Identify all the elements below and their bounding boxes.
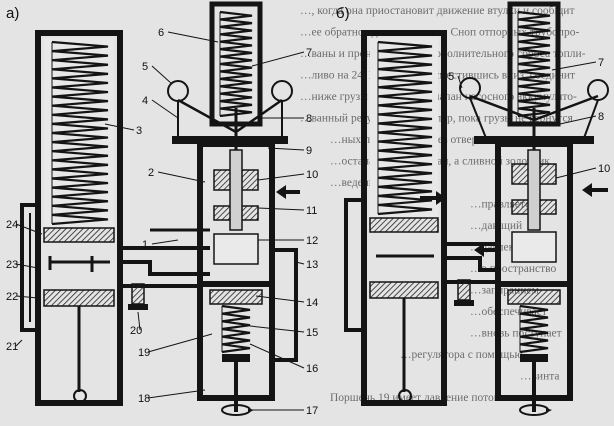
leader-line [147, 389, 206, 399]
leader-line [255, 295, 305, 303]
part-label-a: 17 [306, 405, 318, 417]
part-label-a: 11 [306, 205, 317, 217]
spring-15 [221, 304, 251, 354]
part-label-a: 12 [306, 235, 318, 247]
flyweight-5-right [271, 80, 293, 102]
part-label-a: 22 [6, 291, 18, 303]
part-label-b: 10 [598, 163, 610, 175]
part-label-a: 10 [306, 169, 318, 181]
leader-line [104, 123, 135, 131]
rod-eye-21 [73, 389, 87, 403]
leader-line [151, 99, 179, 119]
part-label-a: 18 [138, 393, 150, 405]
panel-b-title: б) [336, 5, 350, 22]
leader-line [249, 325, 305, 333]
background-text-line: …ниже грузы пружиной. Клапан насосного а… [300, 91, 577, 103]
leader-line [151, 65, 173, 85]
servo-cylinder-b [361, 30, 447, 406]
background-text-line: …винта [520, 371, 560, 383]
part-label-a: 8 [306, 113, 312, 125]
part-label-a: 24 [6, 219, 18, 231]
spring-3 [51, 40, 109, 226]
panel-a: а) [6, 1, 318, 417]
part-label-a: 21 [6, 341, 18, 353]
panel-a-title: а) [6, 5, 19, 22]
leader-line [555, 167, 597, 179]
part-label-a: 5 [142, 61, 148, 73]
part-label-a: 13 [306, 259, 318, 271]
background-text-line: …, когда она приостановит движение втулк… [300, 5, 574, 17]
leader-line [167, 31, 219, 43]
leader-line [559, 115, 597, 125]
part-label-a: 3 [136, 125, 142, 137]
leader-line [15, 223, 43, 235]
leader-line [457, 75, 463, 89]
flyweight-5 [167, 80, 189, 102]
leader-line [251, 51, 305, 67]
adjust-screw-b [454, 279, 474, 306]
part-label-b: 5 [448, 71, 454, 83]
part-label-a: 19 [138, 347, 150, 359]
leader-line [257, 207, 305, 211]
leader-line [267, 147, 305, 151]
leader-line [151, 239, 179, 245]
leader-line [137, 311, 141, 331]
adjust-screw-20 [128, 283, 148, 310]
spring-7 [219, 10, 253, 118]
part-label-a: 15 [306, 327, 318, 339]
part-label-a: 16 [306, 363, 318, 375]
part-label-b: 7 [598, 57, 604, 69]
leader-line [257, 173, 305, 181]
part-label-a: 2 [148, 167, 154, 179]
part-label-a: 23 [6, 259, 18, 271]
part-label-a: 14 [306, 297, 318, 309]
part-label-a: 7 [306, 47, 312, 59]
regulator-column-a [167, 1, 293, 416]
leader-line [15, 263, 39, 269]
leader-line [551, 61, 597, 71]
part-label-b: 8 [598, 111, 604, 123]
piston-24 [43, 227, 115, 243]
part-label-a: 20 [130, 325, 142, 337]
leader-line [249, 343, 305, 369]
background-text-line: …регулятора с помощью [400, 349, 523, 361]
labels-panel-b: 5 7 8 10 [448, 57, 610, 179]
leader-line [157, 171, 206, 183]
leader-line [15, 339, 23, 347]
leader-line [15, 295, 39, 299]
part-label-a: 4 [142, 95, 148, 107]
part-label-a: 6 [158, 27, 164, 39]
part-label-a: 1 [142, 239, 148, 251]
part-label-a: 9 [306, 145, 312, 157]
piston-22 [43, 289, 115, 307]
servo-cylinder-a [35, 30, 123, 406]
leader-line [147, 333, 213, 353]
leader-line [295, 261, 305, 265]
panel-b: б) [336, 1, 610, 416]
regulator-column-b [459, 1, 609, 416]
